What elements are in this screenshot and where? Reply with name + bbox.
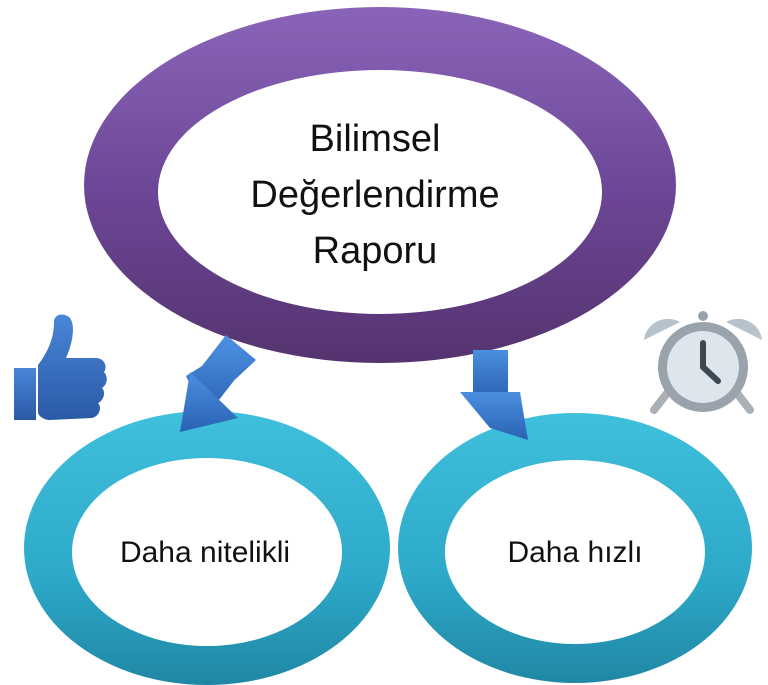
right-arrow (460, 350, 528, 440)
thumbs-up-icon (14, 314, 107, 420)
right-node-label: Daha hızlı (507, 536, 643, 569)
top-node-line-3: Raporu (312, 230, 438, 272)
left-arrow (180, 335, 256, 432)
right-ring (398, 413, 752, 683)
top-ring (84, 7, 676, 363)
top-node-line-2: Değerlendirme (250, 174, 500, 216)
alarm-clock-icon (644, 311, 762, 414)
top-node-line-1: Bilimsel (309, 118, 441, 160)
left-node-label: Daha nitelikli (119, 536, 291, 569)
top-node-label: Bilimsel Değerlendirme Raporu (230, 110, 520, 280)
left-ring (24, 411, 390, 685)
